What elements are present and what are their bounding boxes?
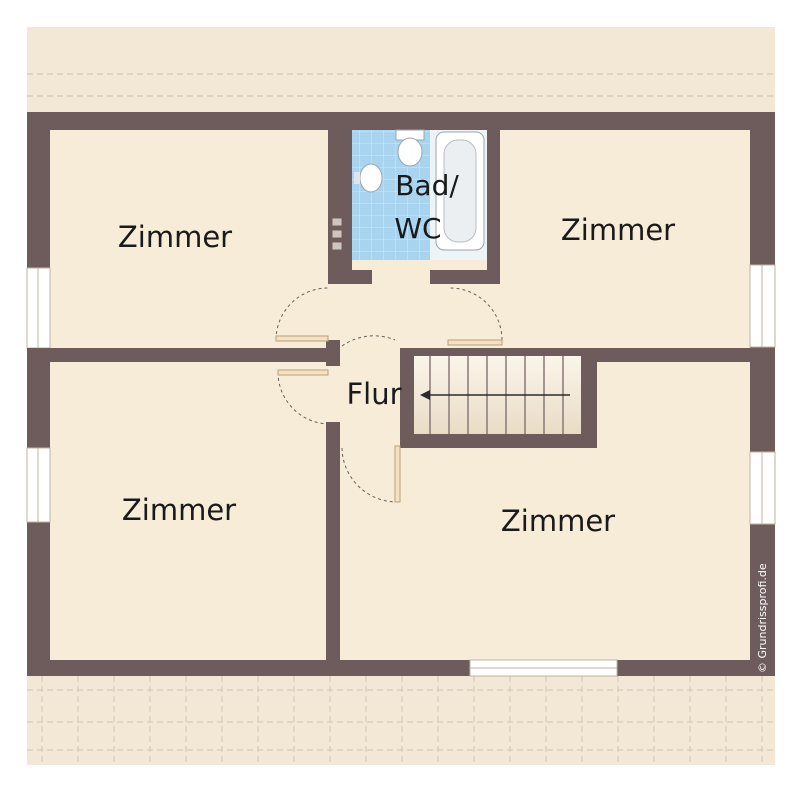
room-label-bathroom-line2: WC: [394, 212, 441, 245]
room-label-bathroom-line1: Bad/: [395, 169, 459, 202]
bathtub-icon: [435, 131, 485, 251]
roof-bottom: [27, 676, 775, 765]
stairs-arrow-icon: [420, 390, 570, 400]
bathroom-walls: [328, 125, 500, 284]
door-swings: [275, 287, 503, 503]
door-leaves: [275, 335, 503, 503]
toilet-icon: [395, 129, 425, 167]
room-label-bottom-left: Zimmer: [122, 493, 236, 527]
radiator-icon: [331, 217, 343, 251]
roof-top: [27, 27, 775, 112]
sink-icon: [354, 163, 383, 193]
copyright-text: © Grundrissprofi.de: [756, 563, 769, 673]
room-label-top-right: Zimmer: [561, 213, 675, 247]
room-label-hallway: Flur: [346, 377, 401, 411]
room-label-top-left: Zimmer: [118, 220, 232, 254]
room-label-bottom-right: Zimmer: [501, 504, 615, 538]
